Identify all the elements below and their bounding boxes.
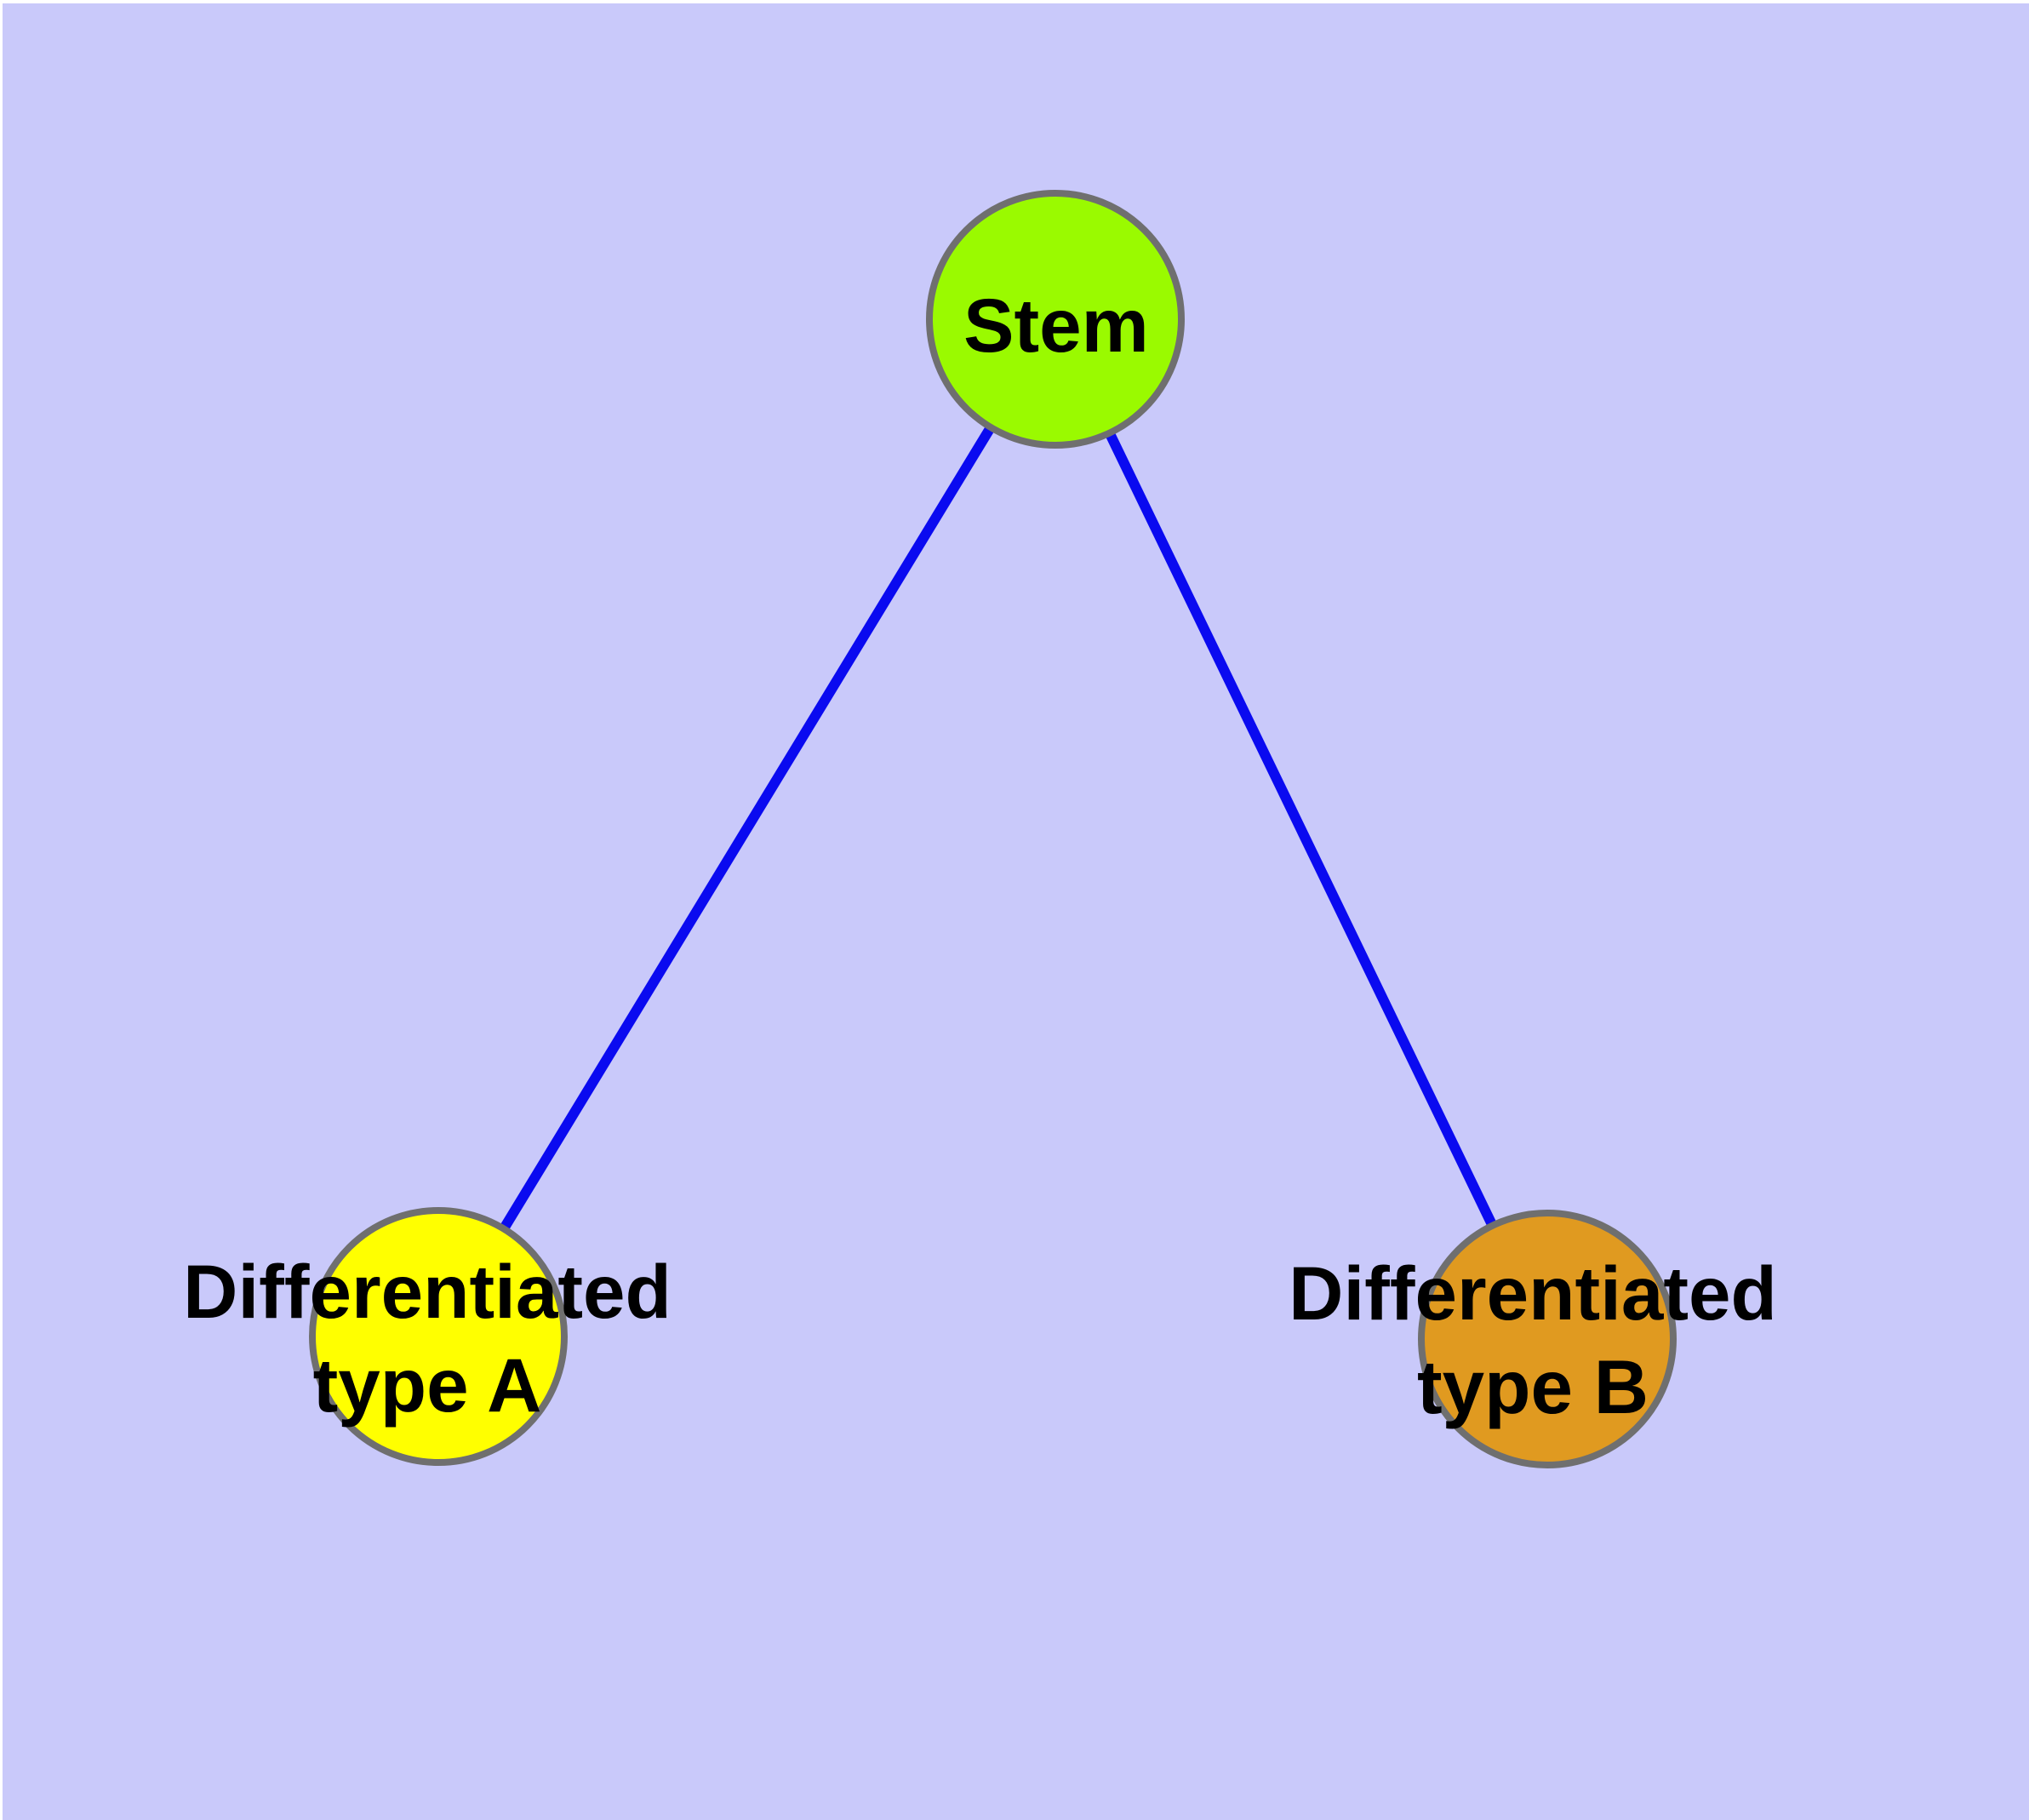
- edge-stem-to-type-a: [433, 318, 1060, 1340]
- node-type-b-label-line2: type B: [1416, 1344, 1649, 1429]
- node-type-b-label: Differentiated type B: [1289, 1246, 1777, 1434]
- graph-svg: [309, 190, 1677, 1468]
- edge-stem-to-type-b: [1050, 318, 1552, 1342]
- node-type-a-circle: [309, 1207, 568, 1466]
- node-type-a-label-line2: type A: [312, 1342, 542, 1428]
- node-stem-label-line: Stem: [963, 283, 1149, 368]
- node-type-b-circle: [1418, 1210, 1677, 1468]
- node-stem-label: Stem: [963, 278, 1149, 372]
- diagram-canvas: Stem Differentiated type A Differentiate…: [3, 3, 2029, 1820]
- node-type-b-label-line1: Differentiated: [1289, 1251, 1777, 1336]
- node-stem-circle: [926, 190, 1185, 449]
- node-type-a-label: Differentiated type A: [183, 1245, 672, 1432]
- node-type-a-label-line1: Differentiated: [183, 1249, 672, 1334]
